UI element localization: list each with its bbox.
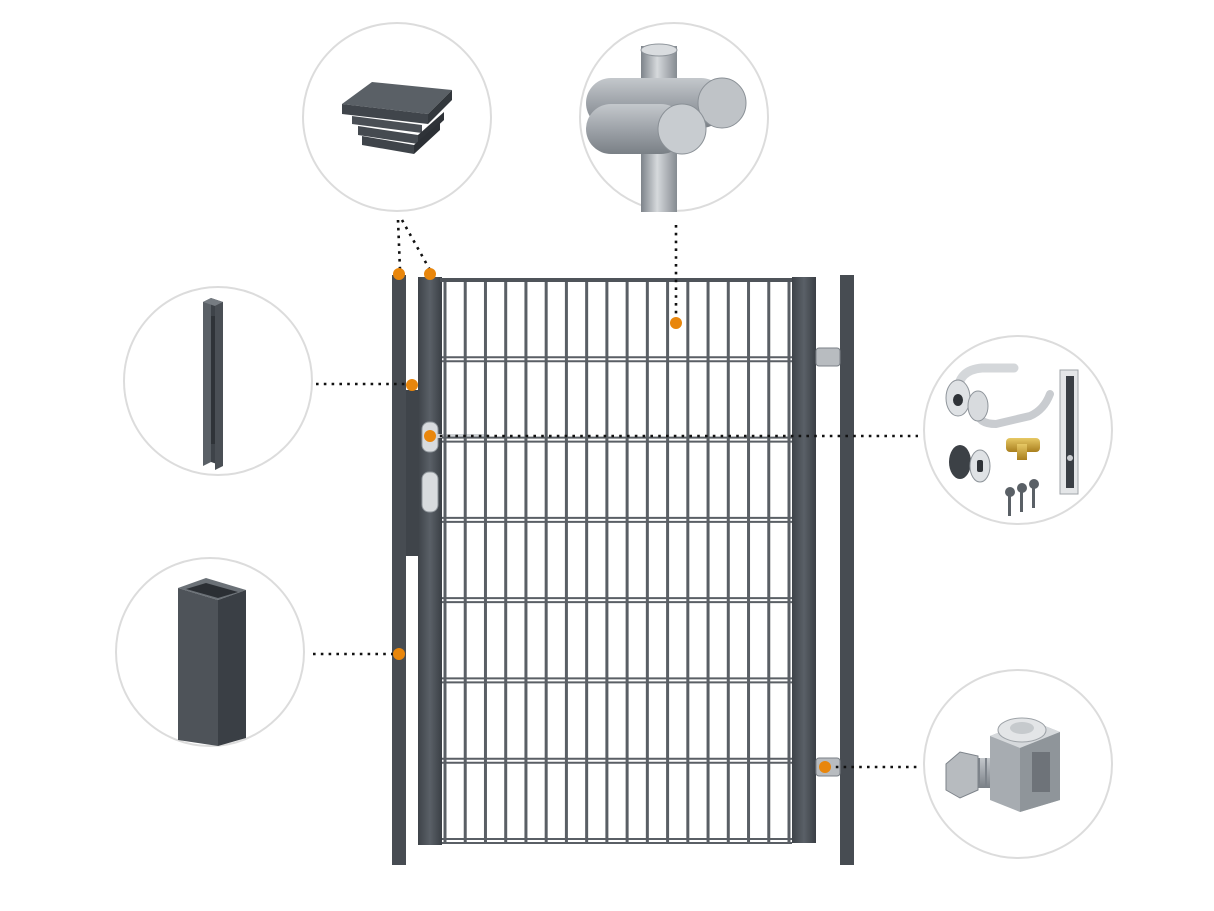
lock-set-icon [945, 363, 1079, 516]
right-fence-post [840, 275, 854, 865]
lock-strike-profile-icon [203, 298, 223, 470]
gate [392, 275, 854, 865]
hinge-bolt-icon [945, 717, 1060, 812]
callout-hinge [923, 669, 1113, 859]
marker-lock-set [424, 430, 436, 442]
callout-post-cap [302, 22, 492, 212]
lock-cylinder-plate [421, 471, 439, 513]
marker-lock-strike [406, 379, 418, 391]
leader-lines [313, 219, 920, 769]
gate-left-frame [418, 277, 442, 845]
leader-post-cap-2 [400, 219, 432, 271]
upper-hinge [815, 347, 841, 367]
marker-hollow-post [393, 648, 405, 660]
post-cap-icon [342, 82, 452, 154]
hollow-post-icon [178, 578, 246, 746]
gate-mesh [442, 281, 792, 844]
markers [393, 268, 831, 773]
marker-post-cap-left [393, 268, 405, 280]
marker-mesh-clamp [670, 317, 682, 329]
gate-right-frame [792, 277, 816, 843]
marker-post-cap-right [424, 268, 436, 280]
leader-post-cap-1 [396, 219, 402, 271]
marker-hinge [819, 761, 831, 773]
callout-lock-set [923, 335, 1113, 525]
callout-mesh-clamp [579, 22, 769, 212]
gate-top-bar [440, 278, 794, 282]
mesh-clamp-icon [586, 43, 747, 212]
callout-hollow-post [115, 557, 305, 747]
left-fence-post [392, 275, 406, 865]
callout-lock-strike [123, 286, 313, 476]
